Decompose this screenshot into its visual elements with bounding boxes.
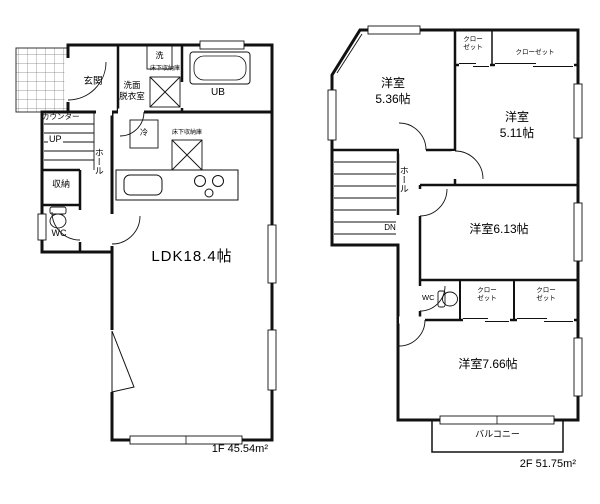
bathtub-icon bbox=[189, 51, 251, 85]
label-closet-top-left: クロー ゼット bbox=[463, 36, 483, 52]
label-balcony: バルコニー bbox=[475, 429, 520, 439]
door-swings-2f bbox=[398, 122, 484, 347]
door-openings-2f bbox=[399, 62, 574, 324]
label-closet-top-right: クローゼット bbox=[515, 49, 555, 56]
stairs-down-2f bbox=[334, 161, 396, 235]
label-area-1f: 1F 45.54m² bbox=[211, 443, 268, 455]
kitchen-counter-icon bbox=[115, 169, 239, 201]
label-storage: 収納 bbox=[51, 179, 70, 189]
outer-wall-1f bbox=[40, 43, 274, 442]
label-room-511: 洋室 5.11帖 bbox=[499, 110, 535, 140]
label-washroom: 洗面 脱衣室 bbox=[119, 80, 145, 102]
toilet-icon-2f bbox=[437, 290, 458, 308]
label-closet-bottom-right: クロー ゼット bbox=[536, 287, 556, 303]
refrigerator-icon bbox=[129, 119, 159, 149]
label-room-536: 洋室 5.36帖 bbox=[375, 76, 411, 106]
label-hall-2f: ホール bbox=[398, 166, 409, 193]
sink-icon bbox=[123, 174, 163, 196]
label-wc-2f: WC bbox=[422, 293, 435, 302]
label-closet-mid: クロー ゼット bbox=[477, 287, 497, 303]
stove-icon bbox=[194, 175, 224, 198]
washer-icon bbox=[146, 45, 173, 70]
corner-window-2f bbox=[336, 33, 363, 74]
label-wc-1f: WC bbox=[51, 228, 67, 238]
label-area-2f: 2F 51.75m² bbox=[519, 458, 576, 470]
windows-1f bbox=[37, 40, 277, 445]
floor1-plan bbox=[15, 40, 277, 445]
label-ldk: LDK18.4帖 bbox=[151, 248, 233, 265]
balcony-outline bbox=[431, 420, 564, 453]
door-openings-1f bbox=[64, 58, 186, 392]
label-room-766: 洋室7.66帖 bbox=[458, 357, 518, 371]
label-washer: 洗 bbox=[155, 51, 164, 60]
label-room-613: 洋室6.13帖 bbox=[469, 222, 529, 236]
label-fridge: 冷 bbox=[140, 128, 148, 137]
label-unit-bath: UB bbox=[211, 87, 225, 98]
label-stairs-down: DN bbox=[377, 223, 403, 234]
toilet-icon-1f bbox=[49, 206, 67, 229]
ldk-side-door bbox=[111, 330, 135, 393]
closet-sliding-doors bbox=[459, 63, 573, 322]
floor2-plan bbox=[327, 25, 583, 453]
label-stairs-up: UP bbox=[48, 134, 63, 146]
label-counter: カウンター bbox=[42, 112, 80, 121]
label-underfloor-storage-front: 床下収納庫 bbox=[149, 66, 180, 72]
label-genkan: 玄関 bbox=[83, 76, 103, 87]
label-underfloor-storage-kitchen: 床下収納庫 bbox=[171, 130, 202, 136]
label-hall-1f: ホール bbox=[93, 148, 104, 175]
entrance-porch-tiles bbox=[15, 47, 69, 113]
underfloor-storage-icons bbox=[149, 76, 203, 171]
